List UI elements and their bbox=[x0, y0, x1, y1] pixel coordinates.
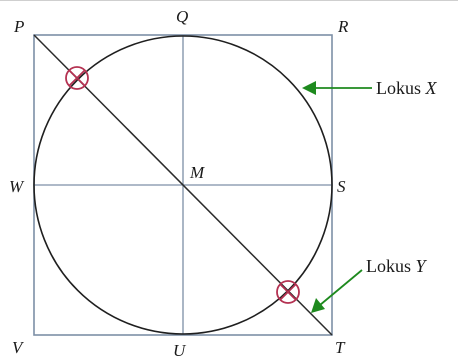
label-s: S bbox=[337, 177, 346, 196]
label-locus-y-word: Lokus bbox=[366, 256, 411, 276]
label-locus-x: Lokus X bbox=[376, 78, 438, 98]
label-w: W bbox=[9, 177, 25, 196]
label-t: T bbox=[335, 338, 346, 357]
label-locus-x-word: Lokus bbox=[376, 78, 421, 98]
label-v: V bbox=[12, 338, 25, 357]
label-m: M bbox=[189, 163, 205, 182]
label-r: R bbox=[337, 17, 349, 36]
label-locus-y: Lokus Y bbox=[366, 256, 428, 276]
intersection-marker-lower bbox=[276, 280, 300, 304]
arrow-locus-x bbox=[302, 81, 372, 95]
arrow-locus-y bbox=[311, 269, 363, 313]
label-locus-x-var: X bbox=[425, 78, 438, 98]
label-u: U bbox=[173, 341, 187, 359]
label-locus-y-var: Y bbox=[416, 256, 428, 276]
label-q: Q bbox=[176, 7, 188, 26]
intersection-marker-upper bbox=[65, 66, 89, 90]
label-p: P bbox=[13, 17, 24, 36]
circle-locus-x bbox=[33, 35, 333, 335]
